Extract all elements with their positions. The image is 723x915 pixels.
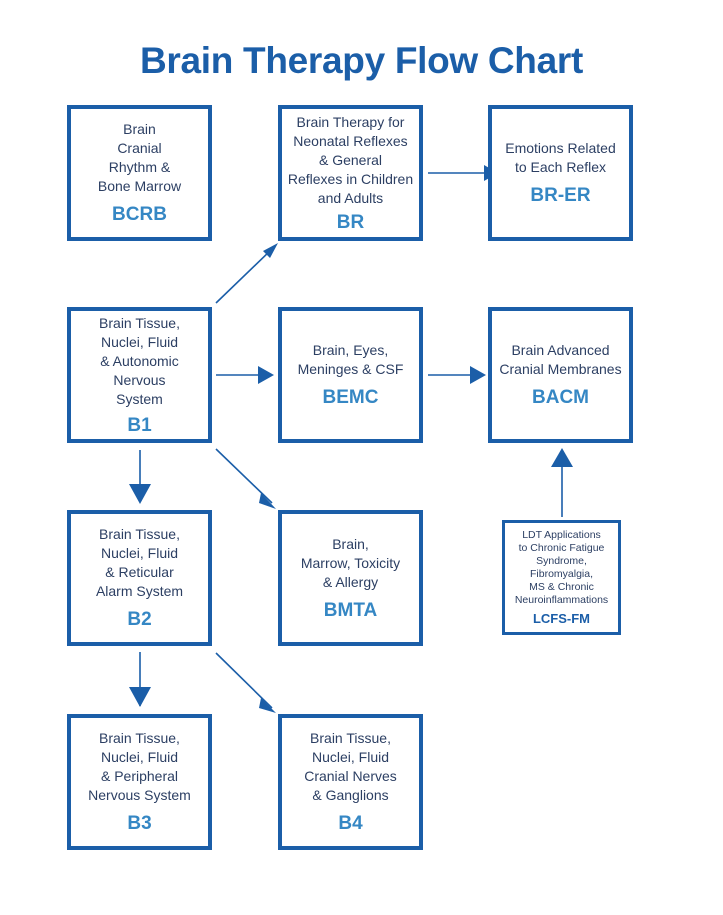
box-brer: Emotions Related to Each Reflex BR-ER xyxy=(488,105,633,241)
box-brer-text: Emotions Related to Each Reflex xyxy=(505,140,616,175)
box-bacm-text: Brain Advanced Cranial Membranes xyxy=(499,342,622,377)
box-br: Brain Therapy for Neonatal Reflexes & Ge… xyxy=(278,105,423,241)
box-bmta-text: Brain, Marrow, Toxicity & Allergy xyxy=(300,535,401,590)
box-bmta: Brain, Marrow, Toxicity & Allergy BMTA xyxy=(278,510,423,646)
box-b4-text: Brain Tissue, Nuclei, Fluid Cranial Nerv… xyxy=(304,730,397,803)
box-b3: Brain Tissue, Nuclei, Fluid & Peripheral… xyxy=(67,714,212,850)
arrowhead-b2-to-b3 xyxy=(129,687,151,707)
box-lcfs-fm-text: LDT Applications to Chronic Fatigue Synd… xyxy=(514,529,609,606)
box-b2: Brain Tissue, Nuclei, Fluid & Reticular … xyxy=(67,510,212,646)
page-title: Brain Therapy Flow Chart xyxy=(139,40,584,81)
box-bacm-code: BACM xyxy=(532,387,589,408)
box-b3-text: Brain Tissue, Nuclei, Fluid & Peripheral… xyxy=(88,730,191,803)
box-b2-text: Brain Tissue, Nuclei, Fluid & Reticular … xyxy=(95,526,184,599)
box-bemc-code: BEMC xyxy=(322,387,379,408)
box-brer-code: BR-ER xyxy=(530,185,591,206)
box-br-text: Brain Therapy for Neonatal Reflexes & Ge… xyxy=(287,113,414,206)
box-bmta-code: BMTA xyxy=(323,599,378,621)
arrowhead-b2-to-b4 xyxy=(259,698,276,713)
arrowhead-b1-to-bmta xyxy=(259,493,276,509)
arrowhead-b1-to-bemc xyxy=(258,366,274,384)
box-bcrb-text: Brain Cranial Rhythm & Bone Marrow xyxy=(97,121,182,194)
arrow-b1-to-bmta xyxy=(215,448,273,504)
arrowhead-bemc-to-bacm xyxy=(470,366,486,384)
box-bemc-text: Brain, Eyes, Meninges & CSF xyxy=(297,342,404,377)
box-br-code: BR xyxy=(336,211,365,233)
box-lcfs-fm-code: LCFS-FM xyxy=(532,611,591,626)
box-b3-code: B3 xyxy=(127,813,152,834)
box-b2-code: B2 xyxy=(127,609,152,630)
box-b4: Brain Tissue, Nuclei, Fluid Cranial Nerv… xyxy=(278,714,423,850)
arrow-b2-to-b4 xyxy=(215,652,273,709)
arrowhead-b1-to-br xyxy=(263,243,278,258)
arrowhead-b1-to-b2 xyxy=(129,484,151,504)
box-b1: Brain Tissue, Nuclei, Fluid & Autonomic … xyxy=(67,307,212,443)
box-bcrb-code: BCRB xyxy=(112,204,167,225)
box-lcfs-fm: LDT Applications to Chronic Fatigue Synd… xyxy=(502,520,621,635)
arrow-b1-to-br xyxy=(215,248,273,304)
box-bcrb: Brain Cranial Rhythm & Bone Marrow BCRB xyxy=(67,105,212,241)
arrowhead-lcfs-to-bacm xyxy=(551,448,573,467)
box-b1-code: B1 xyxy=(127,414,152,436)
box-b4-code: B4 xyxy=(338,813,363,834)
box-b1-text: Brain Tissue, Nuclei, Fluid & Autonomic … xyxy=(99,314,180,407)
box-bemc: Brain, Eyes, Meninges & CSF BEMC xyxy=(278,307,423,443)
box-bacm: Brain Advanced Cranial Membranes BACM xyxy=(488,307,633,443)
